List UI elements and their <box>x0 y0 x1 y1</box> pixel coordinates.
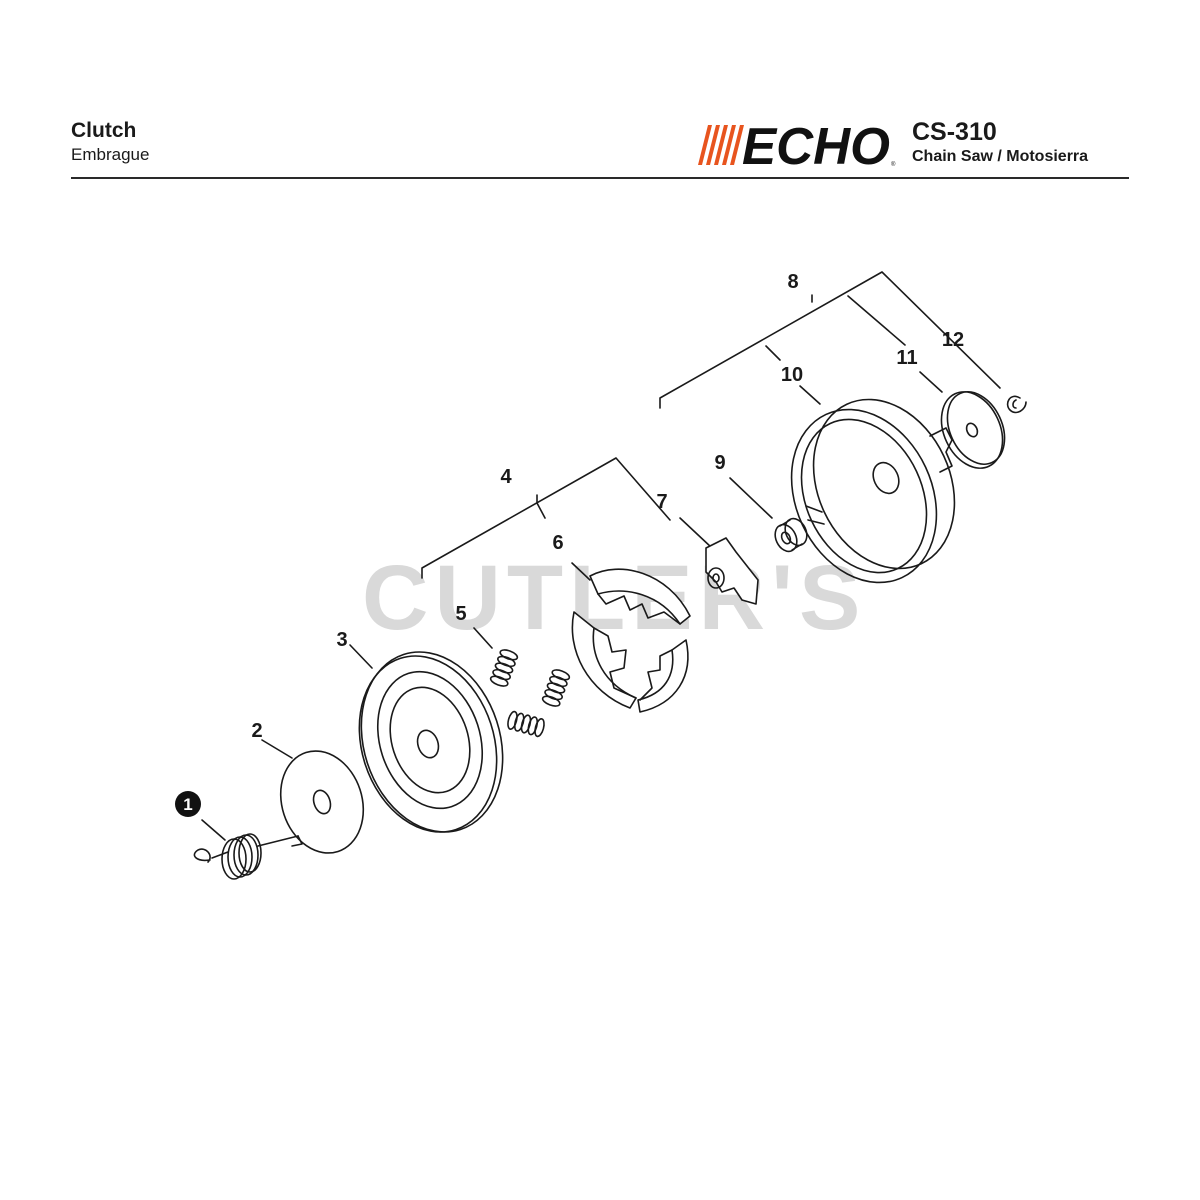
echo-logo: ECHO ® <box>698 121 896 169</box>
bracket-group-8 <box>659 271 1001 519</box>
part-5-springs <box>489 649 571 738</box>
callout-5: 5 <box>455 603 466 625</box>
callout-3: 3 <box>336 629 347 651</box>
section-title: Clutch <box>71 119 137 142</box>
callout-6: 6 <box>552 532 563 554</box>
callout-11: 11 <box>896 347 917 369</box>
callout-10: 10 <box>781 364 803 386</box>
callout-2: 2 <box>251 720 262 742</box>
part-9-bearing <box>774 517 808 553</box>
callout-9: 9 <box>714 452 725 474</box>
part-6-clutch-shoes <box>571 568 691 713</box>
leader-2 <box>261 739 293 759</box>
model-header: CS-310 Chain Saw / Motosierra <box>912 118 1088 168</box>
svg-text:®: ® <box>891 161 896 168</box>
leader-3 <box>349 644 373 669</box>
callout-8: 8 <box>787 271 798 293</box>
part-1-spring <box>193 833 303 880</box>
part-12-clip <box>1006 395 1027 414</box>
callout-1-badge <box>175 791 201 817</box>
model-number: CS-310 <box>912 118 997 146</box>
brand-wordmark: ECHO <box>742 121 890 169</box>
product-name: Chain Saw / Motosierra <box>912 148 1089 165</box>
part-2-washer <box>279 750 365 854</box>
callout-12: 12 <box>942 329 964 351</box>
part-10-drum <box>790 398 956 584</box>
part-11-washer <box>940 391 1006 469</box>
bracket-group-4 <box>421 457 713 649</box>
callout-7: 7 <box>656 491 667 513</box>
callout-4: 4 <box>500 466 512 488</box>
part-3-plate <box>358 651 504 833</box>
header-divider <box>71 177 1129 179</box>
callout-1: 1 <box>183 795 192 814</box>
part-7-hub <box>705 537 759 605</box>
section-subtitle: Embrague <box>71 145 150 164</box>
watermark: CUTLER'S <box>362 547 867 649</box>
section-header: Clutch Embrague <box>71 118 149 166</box>
leader-1 <box>201 819 226 841</box>
